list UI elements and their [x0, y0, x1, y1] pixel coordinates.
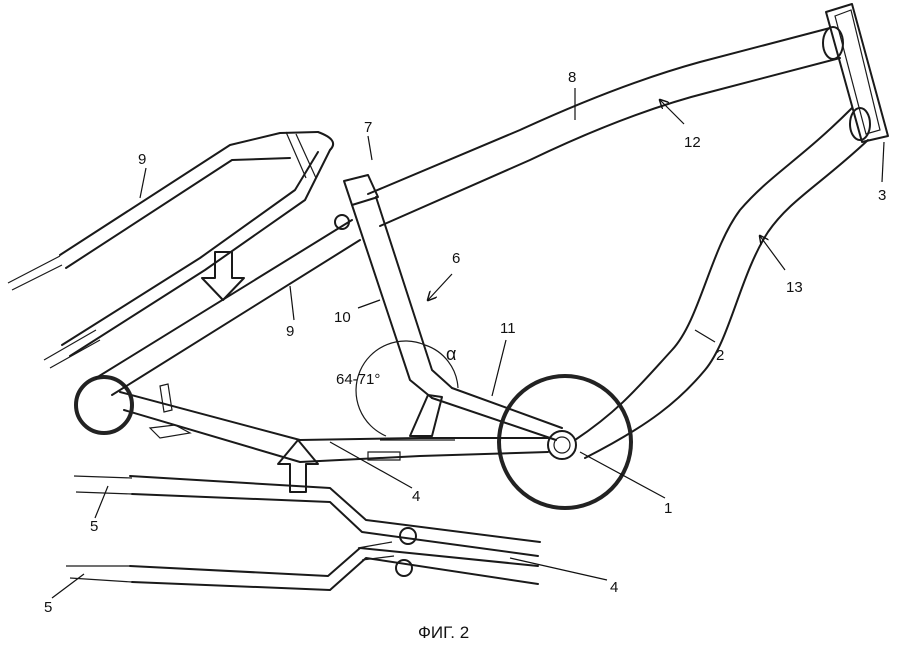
label-7: 7 [364, 119, 372, 136]
rear-lower-stay [74, 375, 549, 463]
head-tube [825, 3, 889, 143]
label-2: 2 [716, 347, 724, 364]
assembly-arrow-up [277, 439, 319, 493]
bottom-bracket [497, 374, 633, 510]
lower-seat-segment [409, 387, 563, 441]
angle-range: 64-71° [336, 371, 380, 388]
assembly-arrow-down [201, 251, 245, 301]
label-11: 11 [500, 320, 516, 337]
label-4-lower: 4 [610, 579, 618, 596]
label-8: 8 [568, 69, 576, 86]
seat-stay [95, 219, 361, 396]
seat-tube [334, 174, 453, 399]
label-10: 10 [334, 309, 351, 326]
top-tube [367, 26, 844, 227]
down-tube [574, 107, 871, 459]
detached-rear-lower [66, 475, 541, 591]
label-6: 6 [452, 250, 460, 267]
part-labels: 8 12 3 13 2 7 6 10 11 1 4 4 5 5 9 9 α 64… [44, 69, 886, 616]
label-13: 13 [786, 279, 803, 296]
label-5-lower: 5 [44, 599, 52, 616]
leader-lines [51, 88, 885, 599]
label-12: 12 [684, 134, 701, 151]
angle-symbol: α [446, 344, 456, 364]
label-1: 1 [664, 500, 672, 517]
figure-caption: ФИГ. 2 [418, 623, 469, 642]
label-4-upper: 4 [412, 488, 420, 505]
label-9-upper: 9 [138, 151, 146, 168]
detached-seat-stay [7, 131, 334, 369]
label-5-upper: 5 [90, 518, 98, 535]
label-3: 3 [878, 187, 886, 204]
label-9-lower: 9 [286, 323, 294, 340]
angle-indicator [355, 340, 459, 441]
